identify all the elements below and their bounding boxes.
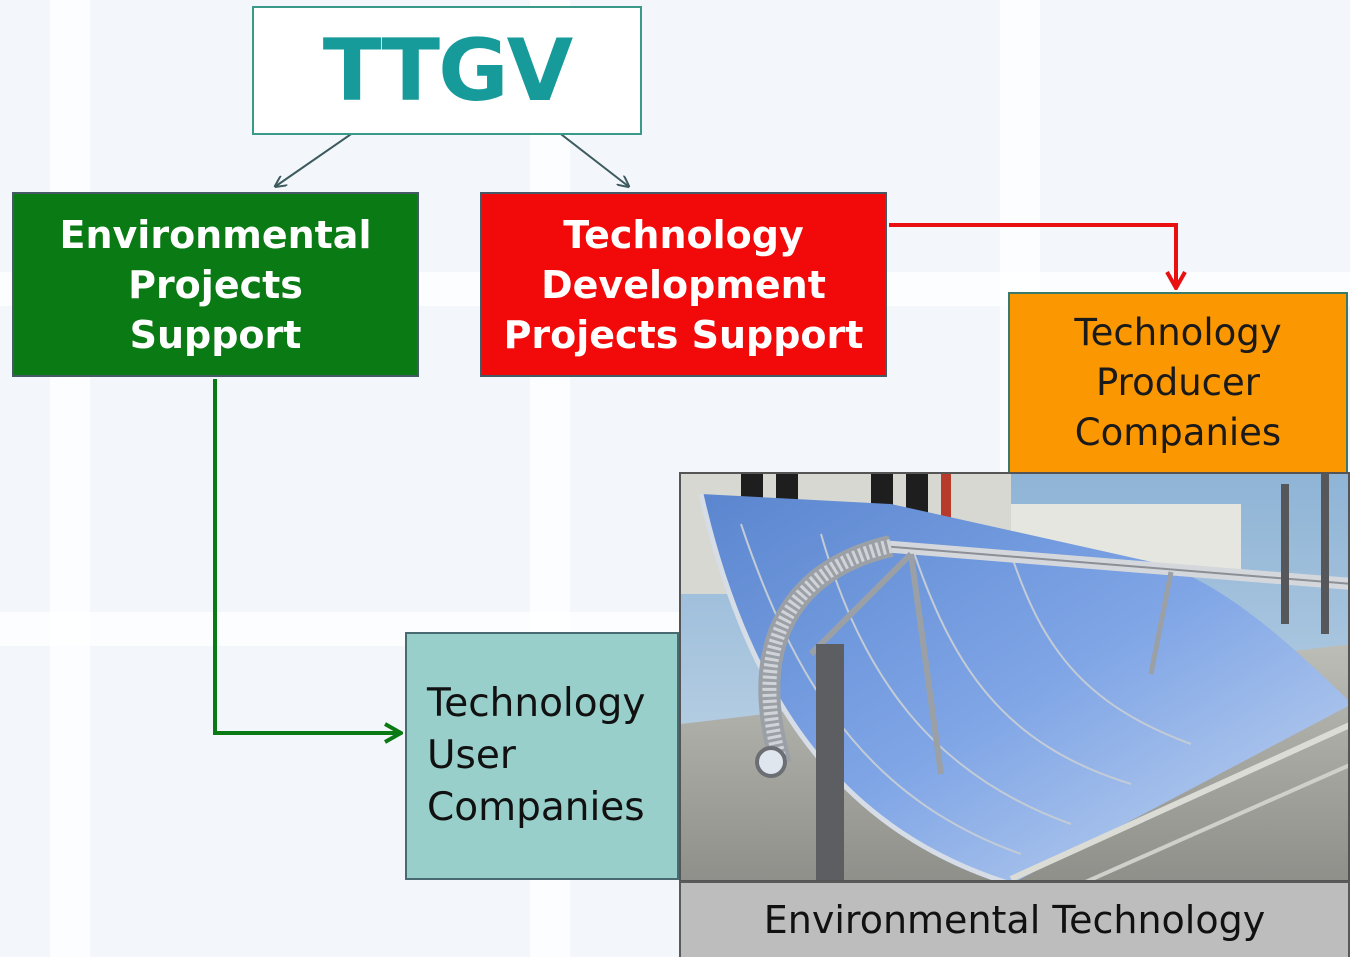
ttgv-title-box: TTGV [252,6,642,135]
environmental-line-1: Environmental [59,212,372,257]
technology-line-1: Technology [563,212,804,257]
user-line-3: Companies [427,785,645,830]
environmental-projects-box: Environmental Projects Support [12,192,419,377]
environmental-line-3: Support [129,312,302,357]
environmental-line-2: Projects [128,262,303,307]
solar-collector-photo [679,472,1350,882]
technology-user-box: Technology User Companies [405,632,679,880]
photo-caption: Environmental Technology [679,881,1350,957]
technology-line-2: Development [541,262,826,307]
ttgv-title: TTGV [322,20,573,121]
photo-caption-text: Environmental Technology [763,898,1266,942]
producer-line-3: Companies [1074,411,1282,454]
arrow-technology-to-producer [889,223,1176,288]
technology-development-box: Technology Development Projects Support [480,192,887,377]
producer-line-2: Producer [1096,361,1260,404]
user-line-1: Technology [427,681,646,726]
producer-line-1: Technology [1074,311,1282,354]
arrow-environmental-to-user [213,379,401,733]
technology-line-3: Projects Support [503,312,864,357]
technology-producer-box: Technology Producer Companies [1008,292,1348,474]
solar-collector-illustration [681,474,1348,880]
user-line-2: User [427,733,516,778]
